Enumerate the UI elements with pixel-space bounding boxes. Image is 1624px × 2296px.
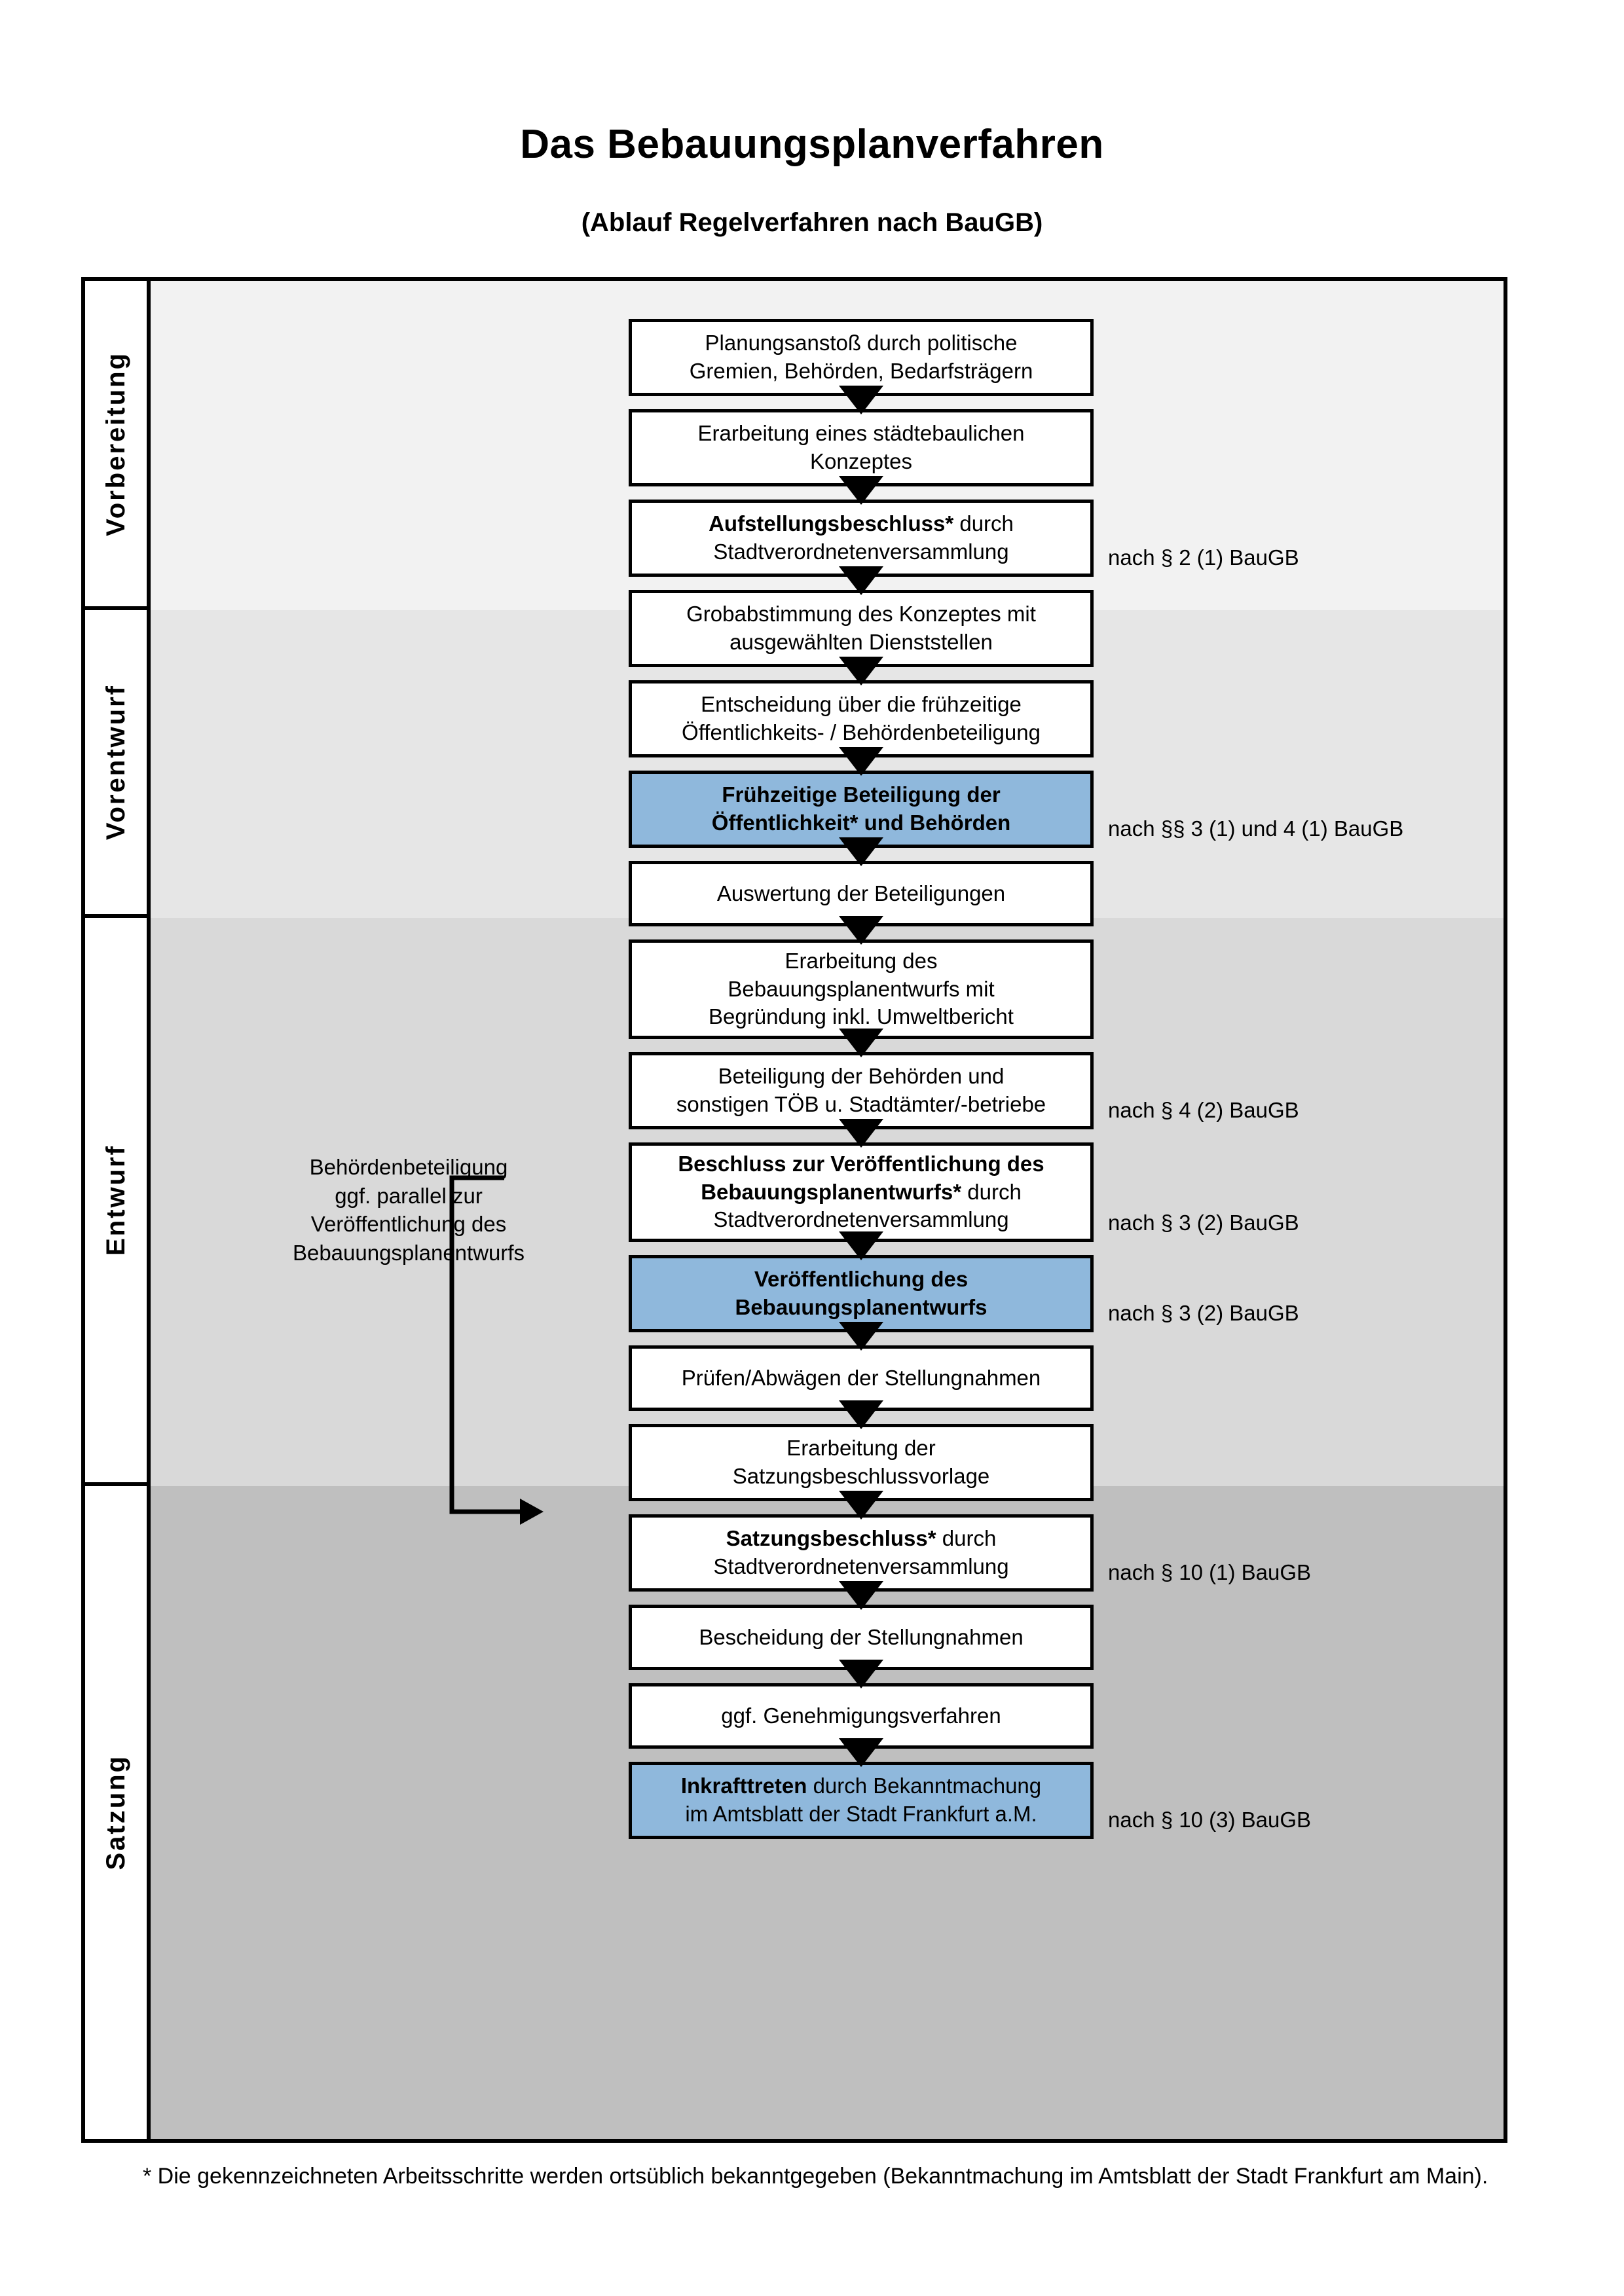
flow-arrow-down — [839, 386, 883, 414]
annotation-ann-para2: nach § 2 (1) BauGB — [1108, 545, 1299, 570]
phase-label-satzung: Satzung — [85, 1486, 147, 2139]
page-subtitle: (Ablauf Regelverfahren nach BauGB) — [581, 208, 1043, 237]
footnote-text: * Die gekennzeichneten Arbeitsschritte w… — [143, 2164, 1488, 2189]
flow-arrow-down — [839, 566, 883, 595]
phase-label-text: Vorbereitung — [101, 351, 130, 536]
phase-label-text: Satzung — [101, 1755, 130, 1870]
page-title: Das Bebauungsplanverfahren — [520, 122, 1104, 167]
annotation-ann-para3-2a: nach § 3 (2) BauGB — [1108, 1211, 1299, 1235]
flow-step-label: Bescheidung der Stellungnahmen — [699, 1624, 1024, 1649]
flow-arrow-down — [839, 916, 883, 945]
side-note-line: Behördenbeteiligung — [309, 1155, 508, 1179]
phase-label-vorbereitung: Vorbereitung — [85, 281, 147, 610]
annotation-ann-para3-2b: nach § 3 (2) BauGB — [1108, 1301, 1299, 1325]
flow-arrow-down — [839, 476, 883, 505]
flow-step-label: Auswertung der Beteiligungen — [716, 881, 1006, 905]
flow-arrow-down — [839, 747, 883, 776]
phase-label-text: Vorentwurf — [101, 683, 130, 841]
phase-label-entwurf: Entwurf — [85, 918, 147, 1486]
annotation-ann-para10-3: nach § 10 (3) BauGB — [1108, 1808, 1312, 1832]
flow-arrow-down — [839, 1491, 883, 1520]
flow-arrow-down — [839, 1029, 883, 1057]
phase-label-vorentwurf: Vorentwurf — [85, 610, 147, 918]
annotation-ann-para3-4: nach §§ 3 (1) und 4 (1) BauGB — [1108, 816, 1404, 841]
annotation-ann-para10-1: nach § 10 (1) BauGB — [1108, 1560, 1312, 1584]
flow-step-label: Prüfen/Abwägen der Stellungnahmen — [681, 1365, 1041, 1390]
flow-step-label: ggf. Genehmigungsverfahren — [721, 1703, 1001, 1728]
flow-arrow-down — [839, 837, 883, 866]
flow-arrow-down — [839, 1231, 883, 1260]
flow-arrow-down — [839, 1581, 883, 1610]
phase-band-container — [151, 281, 1504, 2139]
flow-arrow-down — [839, 657, 883, 685]
flow-step-bescheidung[interactable]: Bescheidung der Stellungnahmen — [629, 1605, 1094, 1670]
flow-step-genehmigungsverfahren[interactable]: ggf. Genehmigungsverfahren — [629, 1683, 1094, 1749]
flow-arrow-down — [839, 1322, 883, 1351]
phase-label-text: Entwurf — [101, 1144, 130, 1256]
annotation-ann-para4-2: nach § 4 (2) BauGB — [1108, 1098, 1299, 1122]
flow-arrow-down — [839, 1660, 883, 1688]
side-note-line: ggf. parallel zur — [335, 1183, 483, 1208]
side-note-line: Bebauungsplanentwurfs — [292, 1240, 525, 1265]
flow-arrow-down — [839, 1400, 883, 1429]
flow-arrow-down — [839, 1738, 883, 1767]
side-note-line: Veröffentlichung des — [310, 1212, 507, 1237]
flow-arrow-down — [839, 1119, 883, 1148]
